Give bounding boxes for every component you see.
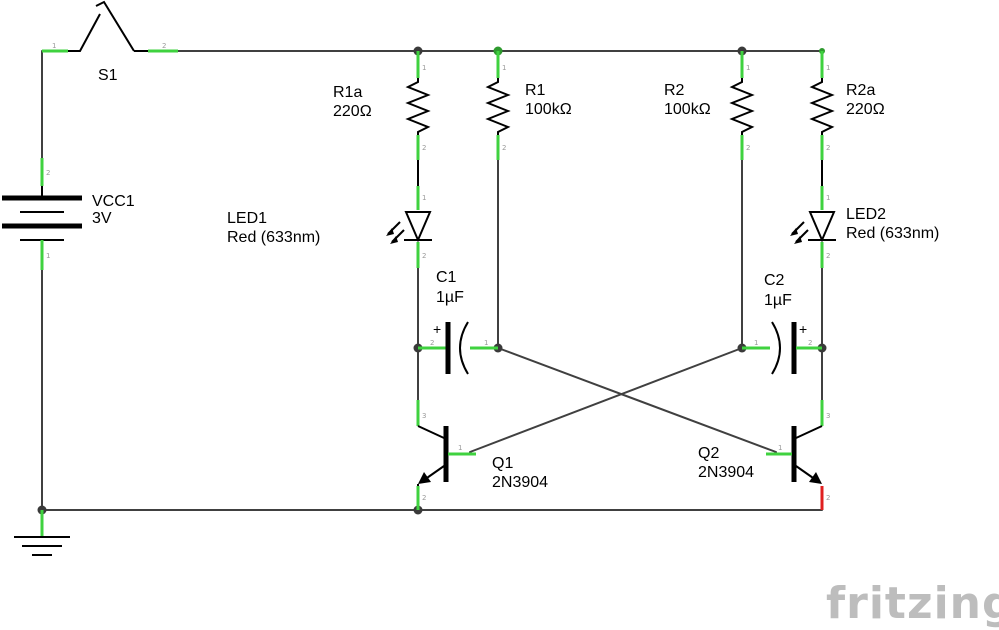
c1-plus-marker: + xyxy=(433,321,441,337)
wires xyxy=(41,50,823,511)
r1a-value-label: 220Ω xyxy=(333,103,372,120)
s1-ref-label: S1 xyxy=(98,67,118,84)
transistor-q2[interactable]: 3 1 2 Q2 2N3904 xyxy=(698,400,830,510)
c1-ref-label: C1 xyxy=(436,269,457,286)
pin-number: 2 xyxy=(826,144,830,152)
pin-number: 1 xyxy=(458,444,462,452)
pin-number: 2 xyxy=(422,144,426,152)
led1-value-label: Red (633nm) xyxy=(227,229,320,246)
pin-number: 2 xyxy=(826,252,830,260)
transistor-q1[interactable]: 3 1 2 Q1 2N3904 xyxy=(416,400,548,510)
r1-ref-label: R1 xyxy=(525,82,546,99)
pin-number: 2 xyxy=(502,144,506,152)
resistor-r1a[interactable]: 1 2 R1a 220Ω xyxy=(333,51,431,160)
pin-number: 2 xyxy=(746,144,750,152)
pin-number: 2 xyxy=(162,42,166,50)
c2-value-label: 1µF xyxy=(764,292,792,309)
pin-number: 1 xyxy=(746,64,750,72)
pin-number: 1 xyxy=(778,444,782,452)
resistor-r2a[interactable]: 1 2 R2a 220Ω xyxy=(809,51,885,160)
pin-number: 2 xyxy=(422,494,426,502)
pin-number: 1 xyxy=(422,64,426,72)
r2-value-label: 100kΩ xyxy=(664,101,711,118)
pin-number: 2 xyxy=(826,494,830,502)
c1-value-label: 1µF xyxy=(436,289,464,306)
c2-ref-label: C2 xyxy=(764,272,785,289)
led-led1[interactable]: 1 2 LED1 Red (633nm) xyxy=(227,160,432,268)
pin-number: 1 xyxy=(46,252,50,260)
pin-number: 2 xyxy=(46,169,50,177)
fritzing-logo: fritzing xyxy=(826,578,999,629)
q1-value-label: 2N3904 xyxy=(492,474,548,491)
r1a-ref-label: R1a xyxy=(333,84,362,101)
r1-value-label: 100kΩ xyxy=(525,101,572,118)
pin-number: 2 xyxy=(808,339,812,347)
vcc1-ref-label: VCC1 xyxy=(92,193,135,210)
battery-vcc1[interactable]: 2 1 VCC1 3V xyxy=(2,158,135,270)
q2-ref-label: Q2 xyxy=(698,445,719,462)
q2-value-label: 2N3904 xyxy=(698,464,754,481)
pin-number: 1 xyxy=(754,339,758,347)
capacitor-c2[interactable]: + 2 1 C2 1µF xyxy=(742,272,822,375)
led-led2[interactable]: 1 2 LED2 Red (633nm) xyxy=(790,160,939,268)
pin-number: 1 xyxy=(484,339,488,347)
pin-number: 3 xyxy=(422,412,426,420)
switch-s1[interactable]: 1 2 S1 xyxy=(42,0,178,84)
pin-number: 2 xyxy=(422,252,426,260)
q1-ref-label: Q1 xyxy=(492,455,513,472)
pin-number: 1 xyxy=(502,64,506,72)
led1-ref-label: LED1 xyxy=(227,210,267,227)
pin-number: 1 xyxy=(826,194,830,202)
led2-value-label: Red (633nm) xyxy=(846,225,939,242)
c2-plus-marker: + xyxy=(799,321,807,337)
pin-number: 1 xyxy=(422,194,426,202)
r2-ref-label: R2 xyxy=(664,82,685,99)
pin-number: 3 xyxy=(826,412,830,420)
capacitor-c1[interactable]: + 2 1 C1 1µF xyxy=(418,269,498,375)
resistor-r2[interactable]: 1 2 R2 100kΩ xyxy=(664,51,755,160)
r2a-ref-label: R2a xyxy=(846,82,875,99)
pin-number: 2 xyxy=(430,339,434,347)
vcc1-value-label: 3V xyxy=(92,210,112,227)
resistor-r1[interactable]: 1 2 R1 100kΩ xyxy=(485,51,572,160)
pin-number: 1 xyxy=(826,64,830,72)
pin-number: 1 xyxy=(52,42,56,50)
wire-cross-r2-to-q1-base[interactable] xyxy=(469,347,743,453)
wire-cross-r1-to-q2-base[interactable] xyxy=(497,347,777,453)
ground-symbol[interactable] xyxy=(14,510,70,556)
led2-ref-label: LED2 xyxy=(846,206,886,223)
r2a-value-label: 220Ω xyxy=(846,101,885,118)
